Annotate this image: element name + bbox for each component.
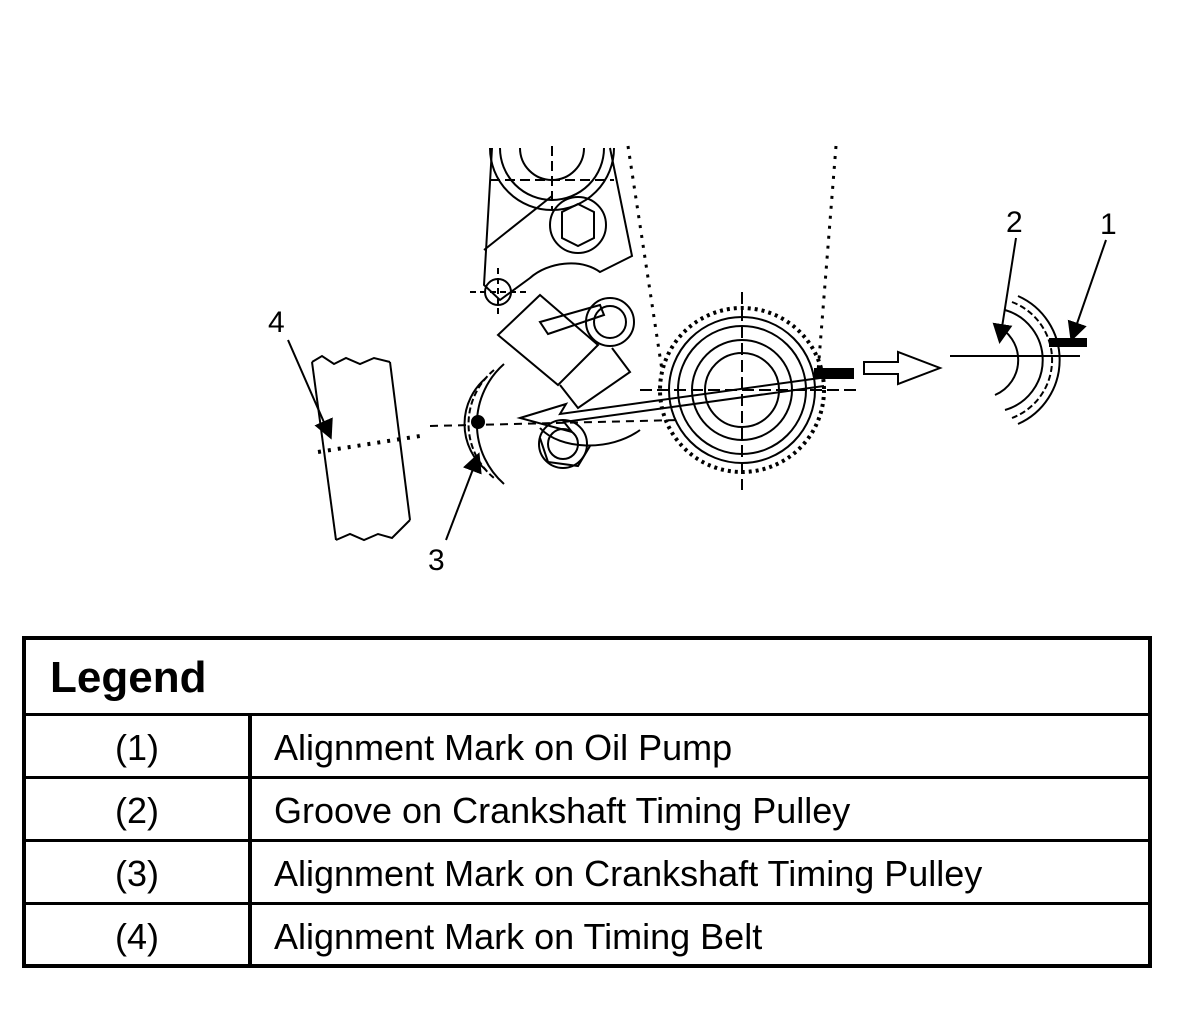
legend-number: (1)	[26, 716, 252, 776]
tensioner-bracket	[470, 147, 634, 318]
timing-belt-section	[311, 354, 421, 542]
legend-description: Groove on Crankshaft Timing Pulley	[274, 790, 851, 831]
leader-lines	[287, 237, 1107, 541]
legend-row: (1) Alignment Mark on Oil Pump	[26, 716, 1148, 779]
legend-description: Alignment Mark on Oil Pump	[274, 727, 733, 768]
callout-4: 4	[268, 306, 285, 339]
callout-2: 2	[1006, 206, 1023, 239]
callout-1: 1	[1100, 208, 1117, 241]
left-pulley-marks	[463, 363, 505, 485]
legend-row: (2) Groove on Crankshaft Timing Pulley	[26, 779, 1148, 842]
legend-row: (3) Alignment Mark on Crankshaft Timing …	[26, 842, 1148, 905]
legend-description: Alignment Mark on Timing Belt	[274, 916, 763, 957]
upper-pulley	[489, 146, 615, 211]
crankshaft-timing-pulley	[640, 292, 856, 490]
legend-title: Legend	[26, 640, 1148, 716]
alignment-arrow	[429, 377, 825, 434]
lower-idler	[538, 419, 591, 469]
legend-number: (3)	[26, 842, 252, 902]
legend-description: Alignment Mark on Crankshaft Timing Pull…	[274, 853, 983, 894]
oil-pump-marks	[863, 295, 1087, 425]
legend-number: (2)	[26, 779, 252, 839]
legend-table: Legend (1) Alignment Mark on Oil Pump (2…	[22, 636, 1152, 968]
callout-3: 3	[428, 544, 445, 577]
timing-belt-diagram: 1 2 3 4	[268, 145, 1117, 577]
legend-row: (4) Alignment Mark on Timing Belt	[26, 905, 1148, 965]
legend-number: (4)	[26, 905, 252, 965]
